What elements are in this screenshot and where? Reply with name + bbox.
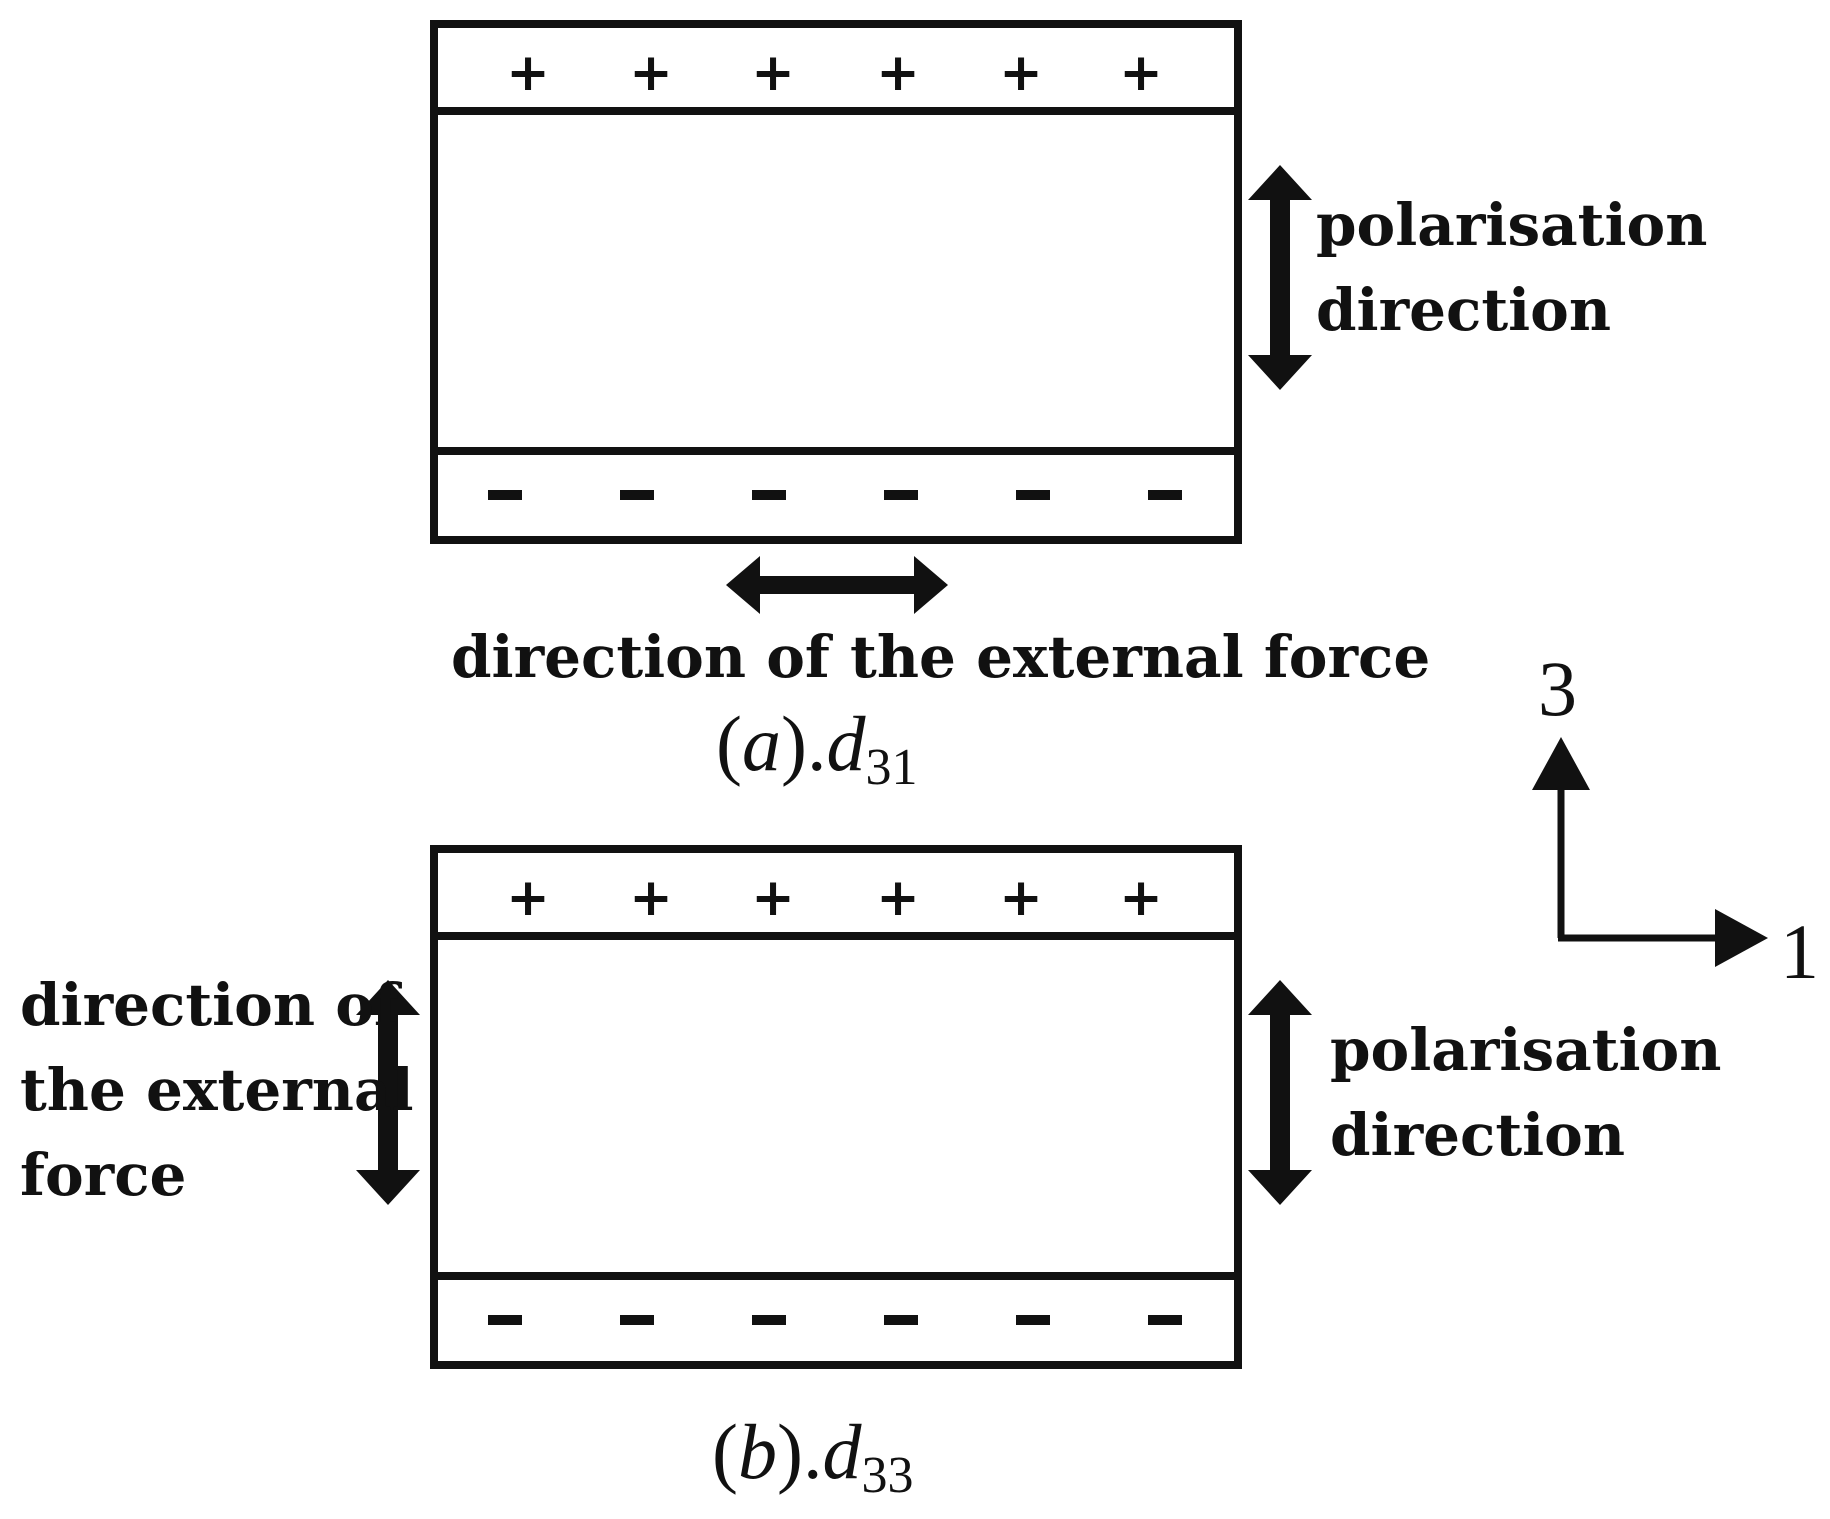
panel-a-piezo-body [430, 107, 1242, 455]
panel-b-caption-subscript: 33 [861, 1447, 913, 1504]
panel-b-force-label: force [20, 1141, 186, 1209]
panel-b-caption-paren-open: ( [712, 1408, 738, 1495]
panel-a: + + + + + + polarisation direction direc… [430, 20, 1707, 796]
panel-b-minus-sign [884, 1315, 918, 1325]
panel-b-plus-sign: + [751, 868, 795, 928]
panel-b-minus-sign [1148, 1315, 1182, 1325]
panel-a-plus-sign: + [1119, 43, 1163, 103]
panel-b-polarisation-arrow [1248, 980, 1312, 1205]
panel-a-bottom-electrode [430, 447, 1242, 544]
panel-b-piezo-body [430, 932, 1242, 1280]
panel-b-minus-sign [620, 1315, 654, 1325]
panel-a-plus-sign: + [506, 43, 550, 103]
axis-3-label: 3 [1538, 645, 1577, 732]
panel-a-minus-sign [884, 490, 918, 500]
panel-a-minus-sign [620, 490, 654, 500]
panel-b-caption: (b).d33 [712, 1408, 913, 1504]
panel-a-minus-sign [752, 490, 786, 500]
axis-1-arrowhead [1715, 909, 1768, 967]
panel-b-force-label: the external [20, 1056, 414, 1124]
panel-b-minus-sign [752, 1315, 786, 1325]
panel-a-polarisation-label: direction [1316, 276, 1611, 344]
panel-a-plus-sign: + [751, 43, 795, 103]
panel-b-plus-sign: + [999, 868, 1043, 928]
panel-b-polarisation-label: direction [1330, 1101, 1625, 1169]
panel-a-caption: (a).d31 [716, 700, 917, 796]
panel-a-polarisation-arrow [1248, 165, 1312, 390]
panel-a-caption-paren-close: ). [781, 700, 826, 787]
panel-a-minus-sign [1148, 490, 1182, 500]
panel-a-minus-sign [1016, 490, 1050, 500]
panel-a-force-label: direction of the external force [451, 623, 1430, 691]
panel-b-force-label: direction of [20, 971, 403, 1039]
panel-a-top-electrode [430, 20, 1242, 115]
panel-a-caption-letter: a [742, 700, 781, 787]
panel-b-force-arrow [356, 980, 420, 1205]
panel-a-caption-subscript: 31 [865, 739, 917, 796]
panel-a-plus-sign: + [876, 43, 920, 103]
panel-b-plus-sign: + [876, 868, 920, 928]
panel-b-caption-symbol: d [822, 1408, 862, 1495]
panel-a-minus-sign [488, 490, 522, 500]
panel-b-plus-sign: + [506, 868, 550, 928]
panel-b-bottom-electrode [430, 1272, 1242, 1369]
panel-b-minus-sign [488, 1315, 522, 1325]
panel-b-top-electrode [430, 845, 1242, 940]
axis-3-arrowhead [1532, 737, 1590, 790]
coordinate-axes: 3 1 [1532, 645, 1819, 995]
panel-a-plus-sign: + [629, 43, 673, 103]
panel-a-caption-symbol: d [826, 700, 866, 787]
panel-a-caption-paren-open: ( [716, 700, 742, 787]
panel-b-polarisation-label: polarisation [1330, 1016, 1721, 1084]
panel-a-plus-sign: + [999, 43, 1043, 103]
axis-1-label: 1 [1780, 908, 1819, 995]
panel-b-plus-sign: + [629, 868, 673, 928]
panel-b-caption-paren-close: ). [777, 1408, 822, 1495]
panel-a-force-arrow [726, 556, 948, 614]
panel-b-plus-sign: + [1119, 868, 1163, 928]
panel-a-polarisation-label: polarisation [1316, 191, 1707, 259]
panel-b-minus-sign [1016, 1315, 1050, 1325]
panel-b-caption-letter: b [738, 1408, 777, 1495]
panel-b: + + + + + + direction of the external fo… [20, 845, 1721, 1504]
